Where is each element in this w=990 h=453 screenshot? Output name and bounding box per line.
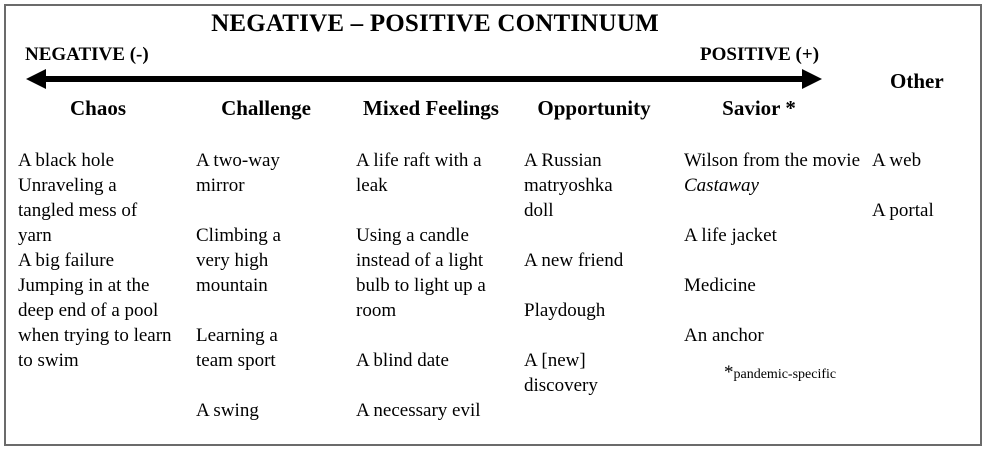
list-item: Medicine [684,275,756,296]
column-heading-opportunity: Opportunity [537,96,651,120]
list-item: A black hole [18,150,115,171]
list-item: A swing [196,400,259,421]
list-item: Playdough [524,300,606,321]
list-item: A new friend [524,250,624,271]
list-item: A necessary evil [356,400,481,421]
footnote-text: pandemic-specific [733,367,837,382]
column-heading-chaos: Chaos [69,96,127,120]
list-item: A two-way mirror [196,150,280,196]
list-item: A life raft with a leak [356,150,482,196]
footnote-star: * [724,362,734,383]
column-mixed-feelings: Mixed Feelings A life raft with a leak U… [356,96,511,421]
negative-label: NEGATIVE (-) [25,44,149,65]
list-item-text: Wilson from the movie [684,150,861,171]
list-item: A big failure [18,250,115,271]
column-savior: Savior * Wilson from the movie Castaway … [684,96,864,383]
column-heading-savior: Savior * [722,96,796,120]
list-item: Climbing a very high mountain [196,225,281,296]
list-item: An anchor [684,325,764,346]
movie-title: Castaway [684,175,759,196]
list-item: Unraveling a tangled mess of yarn [18,175,138,246]
column-heading-other: Other [890,69,944,93]
double-arrow-icon [26,69,822,89]
column-opportunity: Opportunity A Russian matryoshka doll A … [524,96,669,396]
list-item: A blind date [356,350,449,371]
list-item: Learning a team sport [196,325,278,371]
page-title: NEGATIVE – POSITIVE CONTINUUM [211,10,659,37]
column-heading-challenge: Challenge [221,96,311,120]
column-heading-mixed-feelings: Mixed Feelings [363,96,499,120]
list-item: A life jacket [684,225,777,246]
footnote: *pandemic-specific [684,360,864,387]
list-item: A portal [872,200,934,221]
positive-label: POSITIVE (+) [700,44,820,65]
list-item: Jumping in at the deep end of a pool whe… [18,275,172,371]
column-chaos: Chaos A black hole Unraveling a tangled … [18,96,183,371]
list-item: Wilson from the movie Castaway [684,148,864,198]
list-item: A [new] discovery [524,350,598,396]
list-item: Using a candle instead of a light bulb t… [356,225,486,321]
list-item: A Russian matryoshka doll [524,150,613,221]
list-item: A web [872,150,922,171]
column-challenge: Challenge A two-way mirror Climbing a ve… [196,96,346,421]
